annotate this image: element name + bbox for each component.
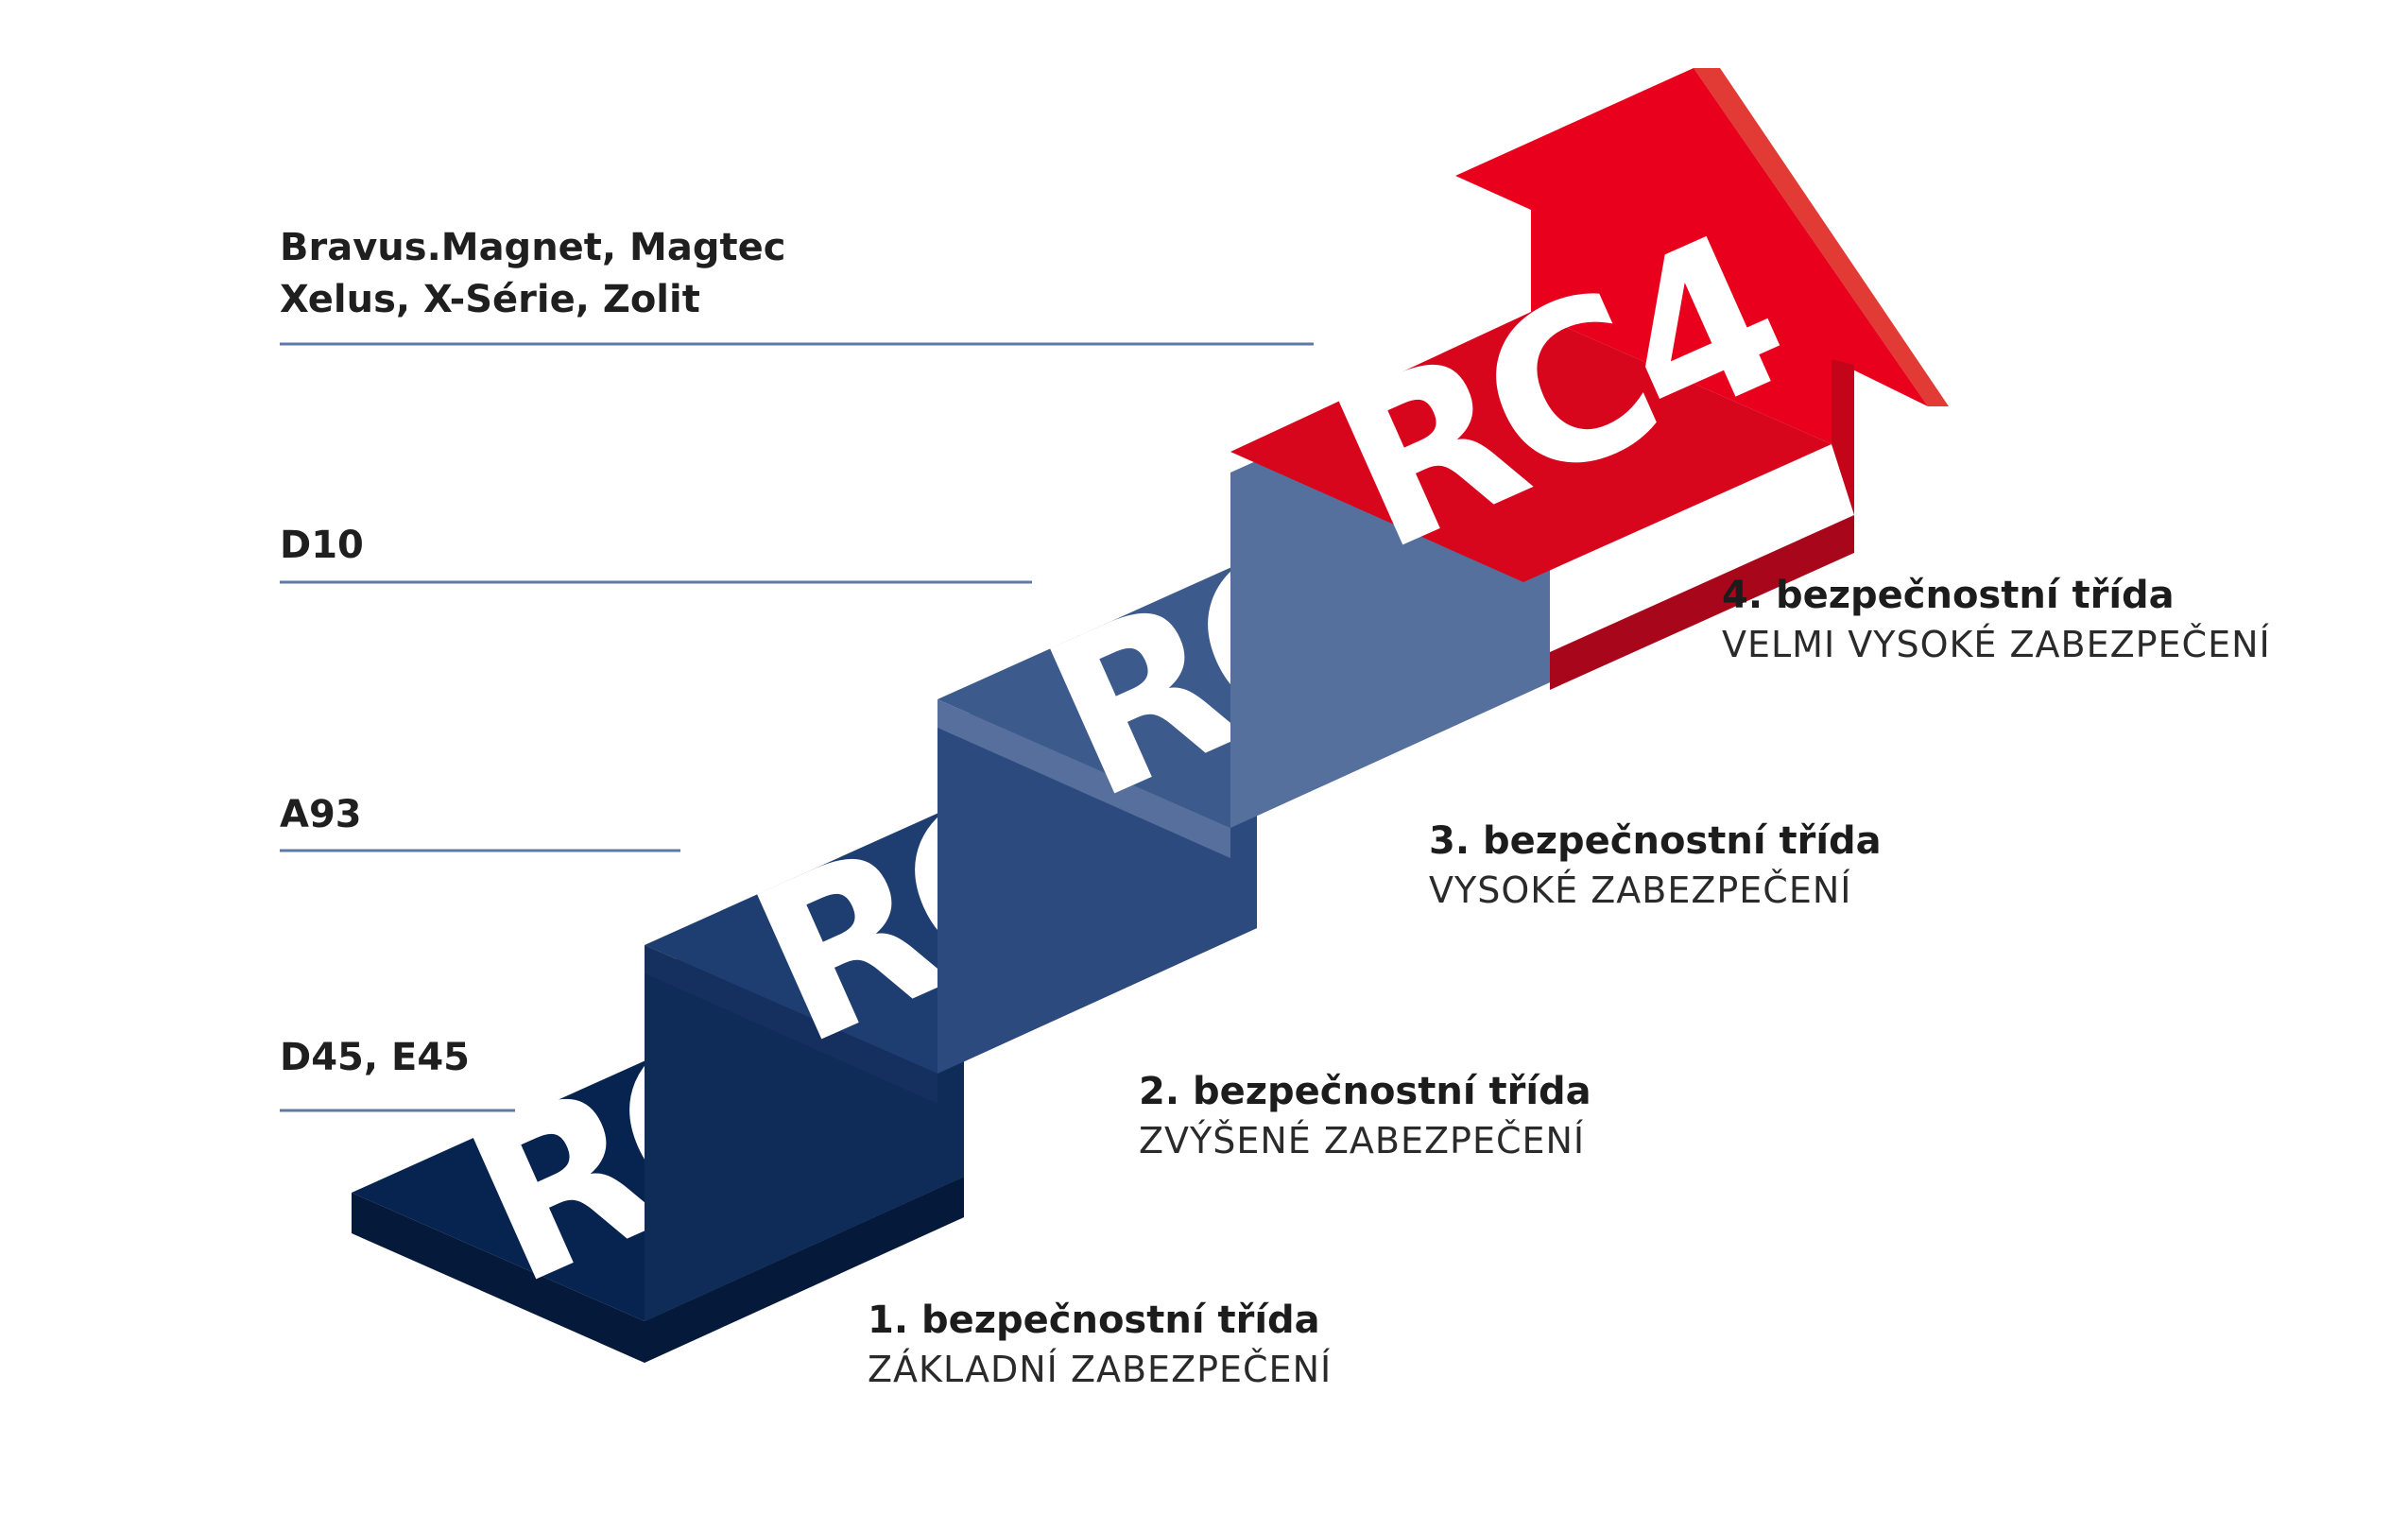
step-rc1-riser bbox=[352, 1177, 964, 1363]
class-label-4: 4. bezpečnostní třída VELMI VYSOKÉ ZABEZ… bbox=[1722, 574, 2271, 665]
step-rc3-front bbox=[937, 699, 1230, 858]
class-title-3: 3. bezpečnostní třída bbox=[1429, 819, 1882, 863]
model-text-rc4-line2: Xelus, X-Série, Zolit bbox=[280, 278, 700, 321]
class-subtitle-4: VELMI VYSOKÉ ZABEZPEČENÍ bbox=[1722, 624, 2271, 665]
model-group-rc2: A93 bbox=[280, 793, 680, 852]
model-text-rc4-line1: Bravus.Magnet, Magtec bbox=[280, 226, 785, 269]
step-rc4-top bbox=[1230, 312, 1832, 582]
arrow-head bbox=[1455, 68, 1928, 444]
model-text-rc3: D10 bbox=[280, 524, 364, 567]
model-group-rc1: D45, E45 bbox=[280, 1036, 515, 1112]
arrow-side bbox=[1550, 515, 1854, 690]
class-subtitle-3: VYSOKÉ ZABEZPEČENÍ bbox=[1429, 869, 1852, 911]
class-title-2: 2. bezpečnostní třída bbox=[1139, 1070, 1591, 1113]
class-label-2: 2. bezpečnostní třída ZVÝŠENÉ ZABEZPEČEN… bbox=[1139, 1070, 1591, 1161]
step-rc2-front bbox=[645, 945, 937, 1104]
arrow-head-side bbox=[1694, 68, 1949, 406]
class-title-1: 1. bezpečnostní třída bbox=[868, 1299, 1320, 1342]
model-text-rc2: A93 bbox=[280, 793, 362, 836]
model-group-rc4: Bravus.Magnet, Magtec Xelus, X-Série, Zo… bbox=[280, 226, 1314, 346]
class-subtitle-1: ZÁKLADNÍ ZABEZPEČENÍ bbox=[868, 1349, 1332, 1390]
arrow-shaft-edge bbox=[1832, 359, 1854, 515]
class-title-4: 4. bezpečnostní třída bbox=[1722, 574, 2175, 617]
class-label-3: 3. bezpečnostní třída VYSOKÉ ZABEZPEČENÍ bbox=[1429, 819, 1882, 911]
class-label-1: 1. bezpečnostní třída ZÁKLADNÍ ZABEZPEČE… bbox=[868, 1299, 1332, 1390]
model-text-rc1: D45, E45 bbox=[280, 1036, 470, 1079]
class-subtitle-2: ZVÝŠENÉ ZABEZPEČENÍ bbox=[1139, 1120, 1585, 1161]
model-group-rc3: D10 bbox=[280, 524, 1032, 584]
